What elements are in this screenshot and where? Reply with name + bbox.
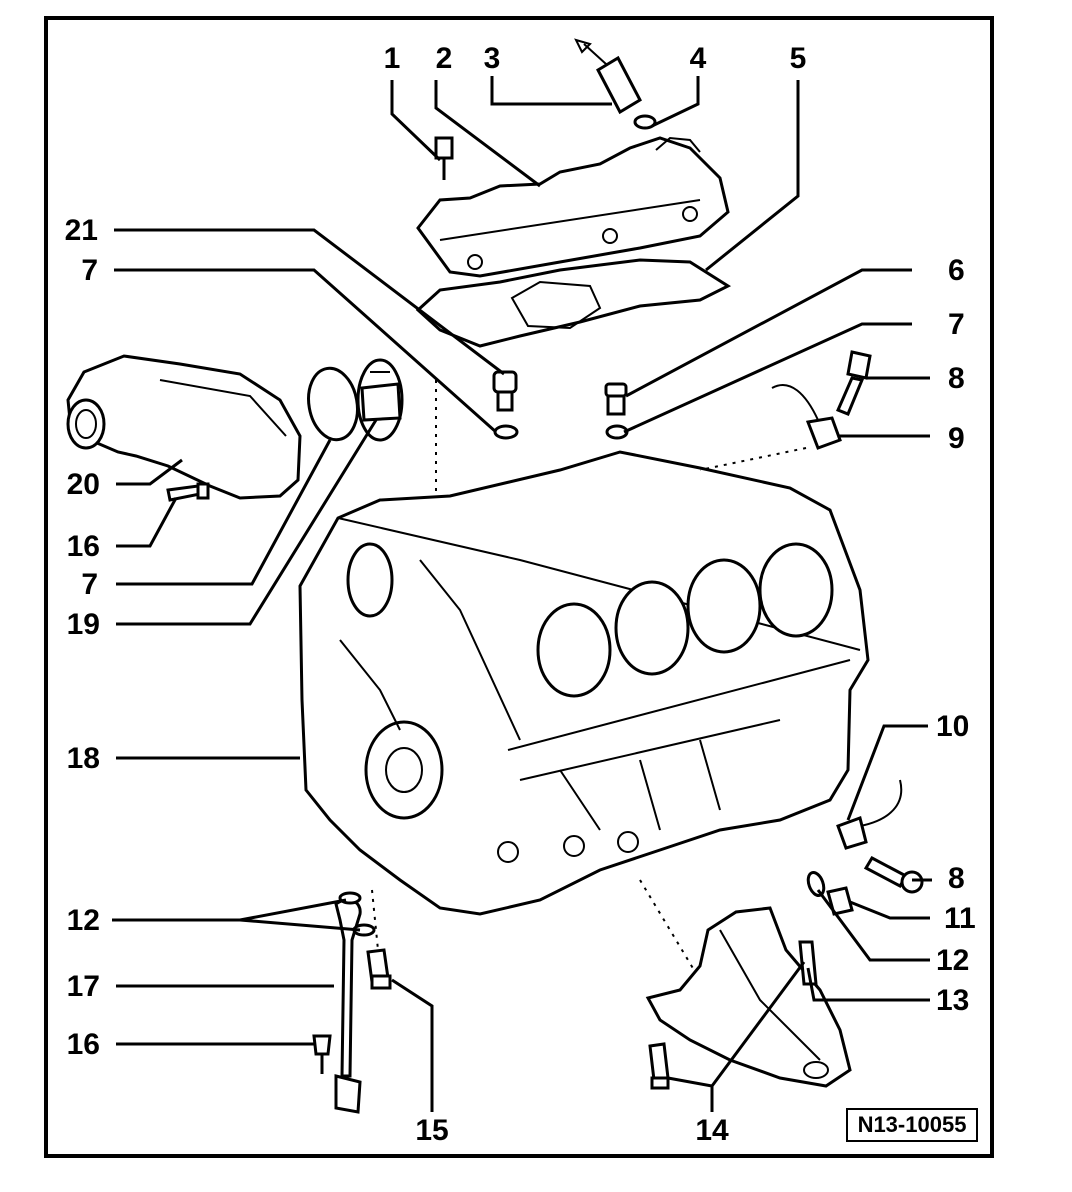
callout-label-17: 17: [67, 970, 100, 1003]
callout-label-5: 5: [790, 42, 807, 75]
callout-label-7-left: 7: [81, 568, 98, 601]
callout-label-20: 20: [67, 468, 100, 501]
assembly-line: [371, 889, 379, 951]
callout-label-7-upper-right: 7: [948, 308, 965, 341]
coolant-housing-part: [66, 354, 302, 500]
callout-label-9: 9: [948, 422, 965, 455]
thermostat-part: [356, 358, 404, 442]
bolt-16-lower-part: [312, 1034, 332, 1074]
callout-label-4: 4: [690, 42, 707, 75]
bolt-1-part: [434, 136, 454, 180]
callout-label-19: 19: [67, 608, 100, 641]
callout-label-15: 15: [415, 1114, 448, 1147]
callout-label-14: 14: [695, 1114, 729, 1147]
callout-label-12-left: 12: [67, 904, 100, 937]
bolt-8-lower-part: [863, 856, 924, 894]
bolt-16-upper-part: [166, 482, 210, 502]
leader-lines: [112, 76, 932, 1112]
callout-label-13: 13: [936, 984, 969, 1017]
coolant-pipe-part: [574, 38, 657, 130]
callout-label-18: 18: [67, 742, 100, 775]
bracket-part: [645, 906, 852, 1088]
oil-cooler-gasket-part: [415, 258, 732, 348]
assembly-line: [699, 447, 807, 471]
o-ring-7-part: [307, 366, 359, 442]
callout-label-1: 1: [384, 42, 401, 75]
callout-label-12-right: 12: [936, 944, 969, 977]
figure-id-label: N13-10055: [846, 1108, 978, 1142]
sensor-9-part: [771, 384, 842, 450]
callout-label-10: 10: [936, 710, 969, 743]
callout-label-6: 6: [948, 254, 965, 287]
bolt-13-part: [798, 940, 818, 986]
assembly-line: [639, 879, 701, 981]
bolt-8-upper-part: [836, 350, 872, 416]
plug-21-part: [492, 370, 519, 440]
callout-label-8-lower: 8: [948, 862, 965, 895]
callout-label-8-upper: 8: [948, 362, 965, 395]
callout-label-3: 3: [484, 42, 501, 75]
callout-label-16-lower: 16: [67, 1028, 100, 1061]
sensor-10-part: [836, 779, 903, 850]
callout-label-2: 2: [436, 42, 453, 75]
callout-label-7-upper-left: 7: [81, 254, 98, 287]
seal-ring-12-right-part: [806, 870, 826, 898]
callout-label-21: 21: [65, 214, 98, 247]
callout-label-16-upper: 16: [67, 530, 100, 563]
bolt-15-part: [366, 948, 392, 990]
plug-6-part: [604, 382, 629, 440]
diagram-frame: [44, 16, 994, 1158]
callout-label-11: 11: [944, 902, 976, 935]
bolt-14-part: [648, 1042, 670, 1090]
oil-cooler-cover-part: [416, 136, 730, 278]
engine-block-part: [298, 450, 870, 916]
